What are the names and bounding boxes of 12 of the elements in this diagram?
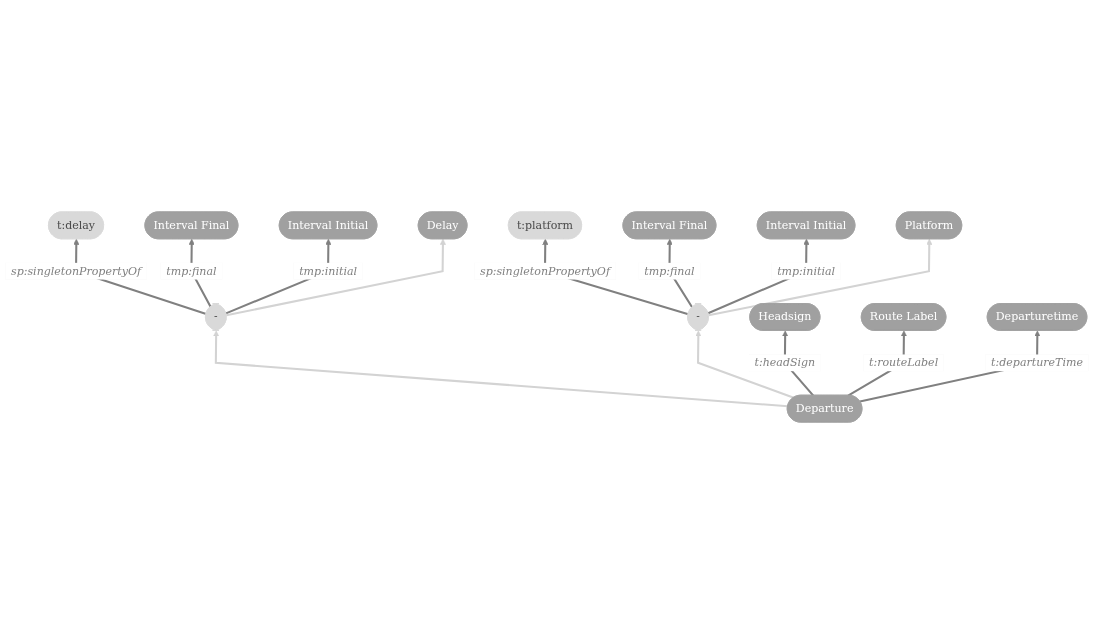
edge-label: sp:singletonPropertyOf — [479, 264, 610, 278]
edge-label: t:headSign — [754, 355, 816, 370]
edge-label: tmp:initial — [777, 264, 836, 278]
edge-label: tmp:final — [644, 264, 695, 278]
edge-label: t:routeLabel — [869, 355, 939, 370]
edge-label: tmp:final — [166, 264, 217, 278]
arrow — [859, 330, 1041, 403]
edge-label: t:departureTime — [991, 355, 1083, 370]
edge-label: tmp:initial — [299, 264, 358, 278]
edge-label: sp:singletonPropertyOf — [11, 264, 142, 278]
arrow — [695, 330, 795, 399]
arrow — [213, 330, 788, 408]
